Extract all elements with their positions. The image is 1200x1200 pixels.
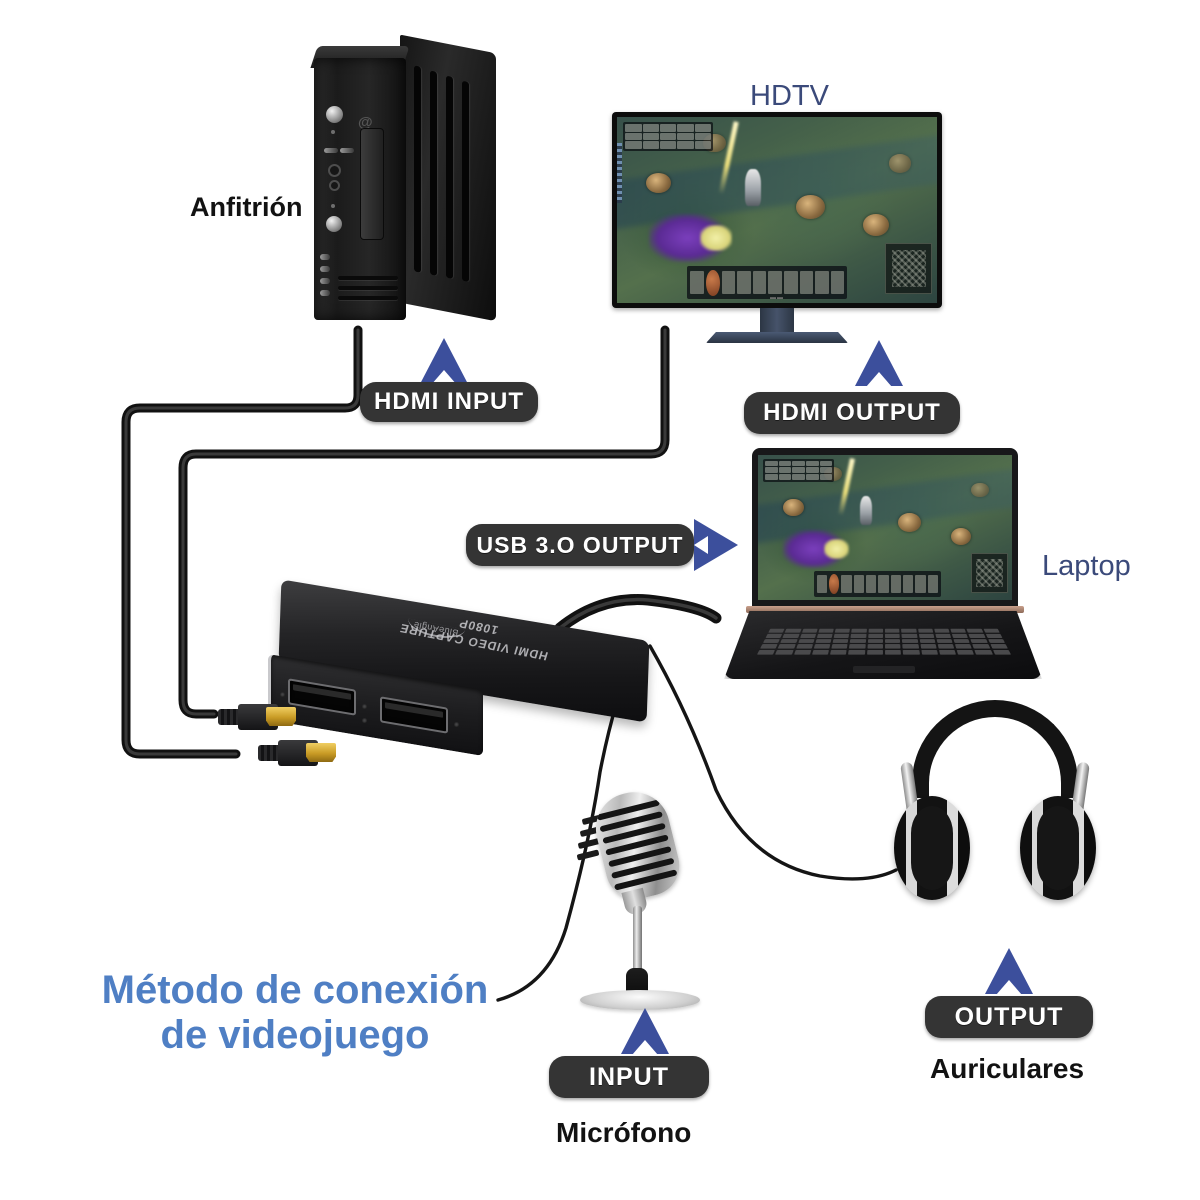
microphone-base	[580, 990, 700, 1010]
arrow-up-icon	[621, 1008, 669, 1055]
game-minimap	[970, 553, 1009, 593]
hdmi-output-badge[interactable]: HDMI OUTPUT	[744, 392, 960, 434]
power-led	[331, 130, 335, 134]
arrow-right-icon	[694, 519, 738, 571]
audio-port	[329, 180, 340, 191]
headphones-label: Auriculares	[930, 1053, 1085, 1084]
headphone-output-label: OUTPUT	[954, 1002, 1064, 1031]
hdtv-screen-content	[617, 117, 937, 303]
headphone-cup-right	[1020, 796, 1096, 900]
reset-button[interactable]	[326, 216, 342, 232]
laptop-hinge	[746, 606, 1024, 613]
host-label: Anfitrión	[190, 192, 303, 222]
game-hud-top	[763, 458, 835, 482]
mic-input-badge[interactable]: INPUT	[549, 1056, 709, 1098]
game-hud-top	[623, 121, 713, 152]
hdtv-stand-neck	[760, 308, 794, 334]
headphone-cup-left	[894, 796, 970, 900]
hdmi-capture-card: BlueAngle HDMI VIDEO CAPTURE 1080P	[258, 579, 678, 800]
pc-side-panel	[400, 34, 496, 322]
host-pc-tower: @	[310, 34, 496, 334]
hdmi-output-label: HDMI OUTPUT	[763, 399, 941, 426]
pc-brand-glyph: @	[358, 114, 373, 131]
laptop-keyboard[interactable]	[756, 628, 1011, 655]
hdmi-plug-lower	[258, 740, 336, 766]
hdmi-input-label: HDMI INPUT	[374, 388, 524, 415]
hdmi-input-badge[interactable]: HDMI INPUT	[360, 382, 538, 422]
hdtv-brand: ▬▬	[770, 295, 784, 301]
laptop	[718, 448, 1048, 698]
hdtv-label: HDTV	[750, 80, 829, 112]
arrow-up-icon	[420, 338, 468, 385]
usb-port	[328, 164, 341, 177]
page-title: Método de conexión de videojuego	[60, 968, 530, 1058]
laptop-screen-content	[758, 455, 1012, 600]
laptop-label: Laptop	[1042, 550, 1131, 582]
usb-output-badge[interactable]: USB 3.O OUTPUT	[466, 524, 694, 566]
game-hud-bottom	[813, 571, 941, 598]
page-title-line-1: Método de conexión	[101, 968, 489, 1012]
microphone-stem	[633, 906, 642, 978]
microphone	[560, 784, 720, 1012]
hdtv-stand-base	[706, 332, 848, 343]
microphone-label: Micrófono	[556, 1117, 692, 1148]
headphones	[880, 700, 1110, 910]
game-minimap	[885, 243, 933, 294]
microphone-capsule	[588, 784, 686, 906]
game-hud-bottom	[687, 265, 848, 300]
pc-front-panel: @	[314, 58, 406, 320]
hdtv-bezel	[612, 112, 942, 308]
hdmi-plug-upper	[218, 704, 296, 730]
usb-output-label: USB 3.O OUTPUT	[476, 531, 684, 558]
arrow-up-icon	[855, 340, 903, 387]
power-button[interactable]	[326, 106, 343, 123]
headphone-output-badge[interactable]: OUTPUT	[925, 996, 1093, 1038]
page-title-line-2: de videojuego	[160, 1012, 430, 1057]
laptop-lid	[752, 448, 1018, 608]
hdtv-monitor: ▬▬	[612, 112, 942, 343]
mic-input-label: INPUT	[589, 1062, 669, 1091]
laptop-trackpad[interactable]	[853, 666, 915, 673]
arrow-up-icon	[985, 948, 1033, 995]
headphone-band	[912, 700, 1078, 798]
optical-drive-bay	[360, 128, 384, 240]
